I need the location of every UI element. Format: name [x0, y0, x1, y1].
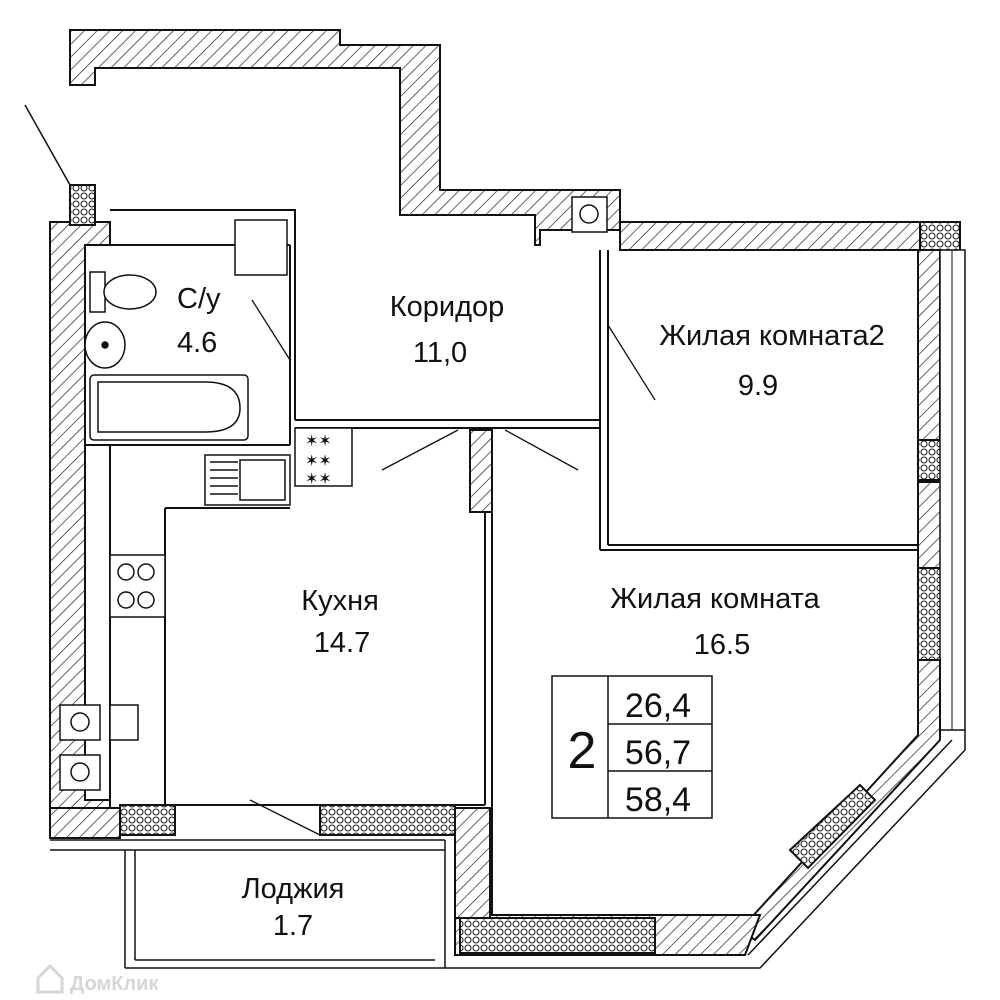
exterior-walls	[49, 29, 966, 956]
living-room-area: 16.5	[694, 629, 750, 661]
kitchen-area: 14.7	[314, 627, 370, 659]
living-room-2-name: Жилая комната2	[659, 320, 885, 352]
window-frames	[24, 104, 966, 969]
washer-icon	[234, 219, 288, 276]
bathroom-name: С/у	[177, 283, 221, 315]
kitchen-fixtures: ✶✶ ✶✶ ✶✶	[59, 196, 608, 791]
corridor-area: 11,0	[413, 337, 467, 369]
bathroom-fixtures	[84, 219, 288, 441]
svg-text:✶✶: ✶✶	[305, 471, 332, 488]
area-summary-table: 2 26,4 56,7 58,4	[551, 675, 713, 819]
loggia-name: Лоджия	[242, 873, 345, 905]
watermark-text: ДомКлик	[70, 973, 159, 995]
kitchen-name: Кухня	[301, 585, 379, 617]
loggia-area: 1.7	[273, 910, 313, 942]
svg-text:✶✶: ✶✶	[305, 433, 332, 450]
living-room-name: Жилая комната	[610, 583, 820, 615]
total-area-with-loggia-value: 58,4	[625, 781, 691, 819]
door-swings	[249, 299, 656, 836]
corridor-name: Коридор	[390, 291, 505, 323]
svg-text:✶✶: ✶✶	[305, 453, 332, 470]
rooms-count: 2	[568, 722, 597, 780]
bathroom-area: 4.6	[177, 327, 217, 359]
living-area-value: 26,4	[625, 687, 691, 725]
house-logo-icon	[36, 963, 64, 994]
watermark: ДомКлик	[36, 963, 159, 995]
toilet-icon	[89, 271, 106, 313]
vent-unit	[294, 427, 353, 487]
total-area-value: 56,7	[625, 734, 691, 772]
living-room-2-area: 9.9	[738, 370, 778, 402]
stove-icon	[109, 554, 166, 618]
room-labels: С/у 4.6 Коридор 11,0 Жилая комната2 9.9 …	[177, 283, 885, 942]
